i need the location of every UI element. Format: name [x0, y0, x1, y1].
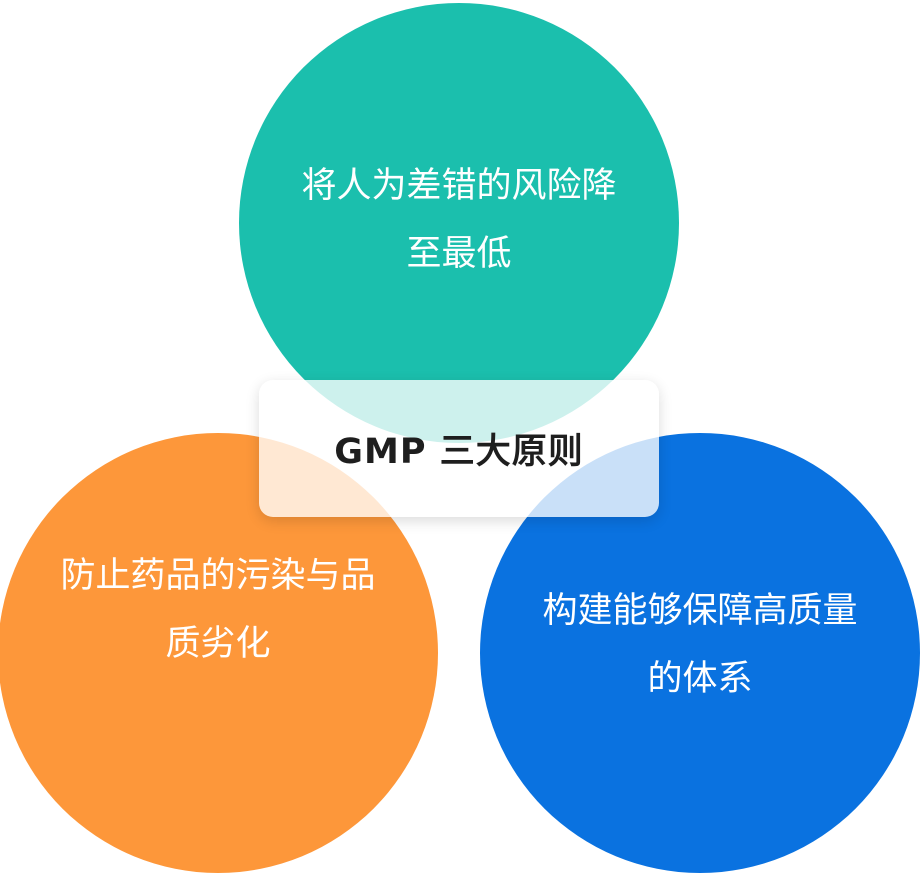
principle-line: 的体系 — [647, 659, 753, 699]
principle-text-risk: 将人为差错的风险降 至最低 — [239, 152, 679, 288]
principle-text-contamination: 防止药品的污染与品 质劣化 — [0, 542, 438, 678]
center-title-box: GMP 三大原则 — [259, 380, 659, 517]
center-title: GMP 三大原则 — [334, 432, 584, 472]
principle-line: 防止药品的污染与品 — [60, 556, 376, 596]
principle-circle-risk: 将人为差错的风险降 至最低 — [239, 3, 679, 443]
principle-text-quality-system: 构建能够保障高质量 的体系 — [480, 577, 920, 713]
principle-line: 将人为差错的风险降 — [301, 166, 617, 206]
principle-line: 构建能够保障高质量 — [542, 591, 858, 631]
principle-line: 质劣化 — [165, 624, 271, 664]
principle-line: 至最低 — [406, 234, 512, 274]
